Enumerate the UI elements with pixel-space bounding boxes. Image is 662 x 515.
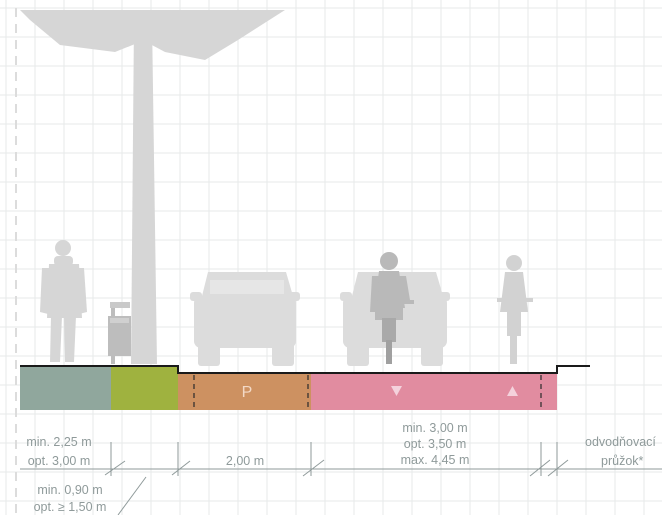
parking-width-label: 2,00 m bbox=[226, 454, 264, 468]
bike-lane-width-max-label: max. 4,45 m bbox=[401, 453, 470, 467]
sidewalk-width-opt-label: opt. 3,00 m bbox=[28, 454, 91, 468]
bike-lane-width-min-label: min. 3,00 m bbox=[402, 421, 467, 435]
kerb-profile-line bbox=[20, 365, 590, 374]
sidewalk-width-min-label: min. 2,25 m bbox=[26, 435, 91, 449]
lamp-shade bbox=[20, 10, 285, 60]
bike-lane-width-opt-label: opt. 3,50 m bbox=[404, 437, 467, 451]
greenery-width-min-label: min. 0,90 m bbox=[37, 483, 102, 497]
greenery-band bbox=[111, 367, 178, 410]
distant-cyclist-silhouette bbox=[497, 255, 533, 364]
greenery-width-opt-label: opt. ≥ 1,50 m bbox=[34, 500, 107, 514]
dimension-slash-parking-end bbox=[302, 459, 325, 477]
triangle-up-icon bbox=[507, 386, 518, 396]
drainage-strip-label-line2: průžok* bbox=[601, 454, 644, 468]
dimension-leader-greenery bbox=[117, 476, 147, 515]
dimension-slash-bike-end-2 bbox=[547, 459, 569, 477]
dimension-slash-sidewalk-end bbox=[104, 460, 126, 476]
parked-car-silhouette bbox=[190, 272, 300, 366]
triangle-down-icon bbox=[391, 386, 402, 396]
litter-bin bbox=[108, 302, 131, 364]
cyclist-silhouette bbox=[370, 252, 414, 364]
drainage-strip-label-line1: odvodňovací bbox=[585, 435, 656, 449]
dimension-slash-bike-end-1 bbox=[529, 459, 551, 477]
street-lamp bbox=[20, 10, 285, 364]
bike-lane-band bbox=[311, 373, 557, 410]
sidewalk-band bbox=[20, 367, 111, 410]
parking-lane-band bbox=[178, 373, 311, 410]
pedestrian-silhouette bbox=[40, 240, 87, 362]
parking-symbol: P bbox=[242, 384, 253, 401]
lamp-pole bbox=[131, 20, 157, 364]
dimension-slash-greenery-end bbox=[171, 460, 191, 476]
